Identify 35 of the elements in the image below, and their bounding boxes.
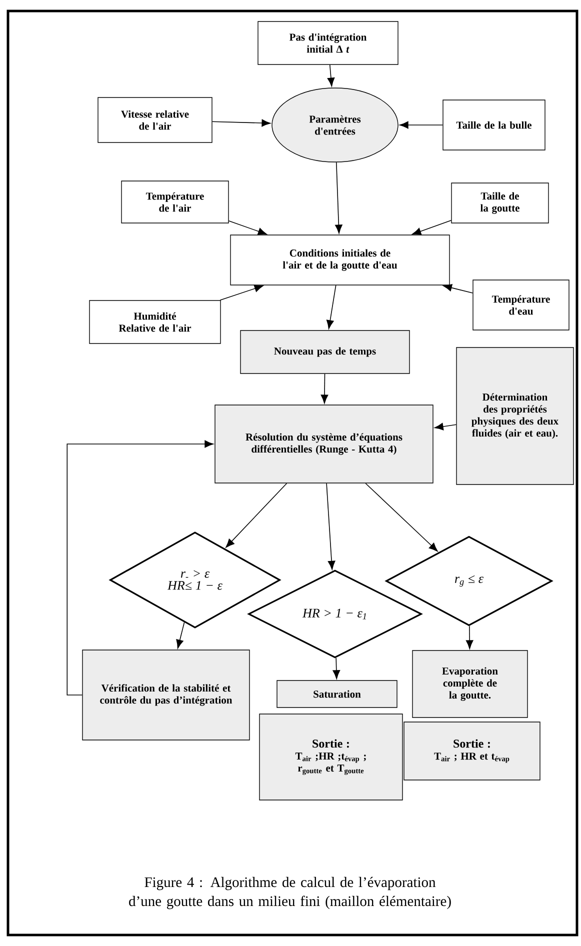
arrow <box>327 64 335 87</box>
process-box: Saturation <box>276 680 398 708</box>
process-box: Taille de la goutte <box>451 182 549 224</box>
arrow <box>443 284 474 294</box>
arrow <box>320 373 328 404</box>
process-box: Température d'eau <box>472 280 570 330</box>
process-box: Vérification de la stabilité et contrôle du pas d’intégration <box>82 650 250 740</box>
process-box: Sortie : T$_{air}$ ; HR et t$_{évap}$ <box>404 722 540 780</box>
arrow <box>335 162 342 234</box>
process-box: Humidité Relative de l'air <box>89 300 221 344</box>
arrow <box>466 626 474 649</box>
arrow <box>326 284 336 330</box>
arrow <box>228 220 267 235</box>
arrow <box>220 284 264 301</box>
arrow <box>365 482 438 552</box>
process-box: Température de l'air <box>121 180 229 224</box>
arrow <box>212 119 271 127</box>
process-box: Pas d'intégration initial Δ t <box>258 21 398 65</box>
process-box: Sortie : T$_{air}$ ;HR ;t$_{évap}$ ; r$_{goutte}$ et T$_{goutte}$ <box>259 714 403 800</box>
arrow <box>400 121 444 129</box>
arrow <box>332 658 340 679</box>
process-box: Nouveau pas de temps <box>240 330 410 374</box>
arrow <box>176 622 185 649</box>
arrow <box>66 440 214 696</box>
process-box: Conditions initiales de l'air et de la goutte d'eau <box>230 234 450 286</box>
arrow <box>326 482 336 570</box>
arrow <box>226 482 288 548</box>
process-box: Résolution du système d’équations différentielles (Runge - Kutta 4) <box>214 404 434 484</box>
figure-caption: Figure 4 : Algorithme de calcul de l’évaporation d’une goutte dans un milieu fini (maillon élémentaire) <box>129 876 451 910</box>
process-box: Vitesse relative de l'air <box>98 97 212 143</box>
arrow <box>412 220 452 235</box>
process-box: Détermination des propriétés physiques des deux fluides (air et eau). <box>456 347 574 485</box>
process-box: Evaporation complète de la goutte. <box>412 650 528 718</box>
process-box: Taille de la bulle <box>442 100 546 150</box>
arrow <box>434 422 457 430</box>
